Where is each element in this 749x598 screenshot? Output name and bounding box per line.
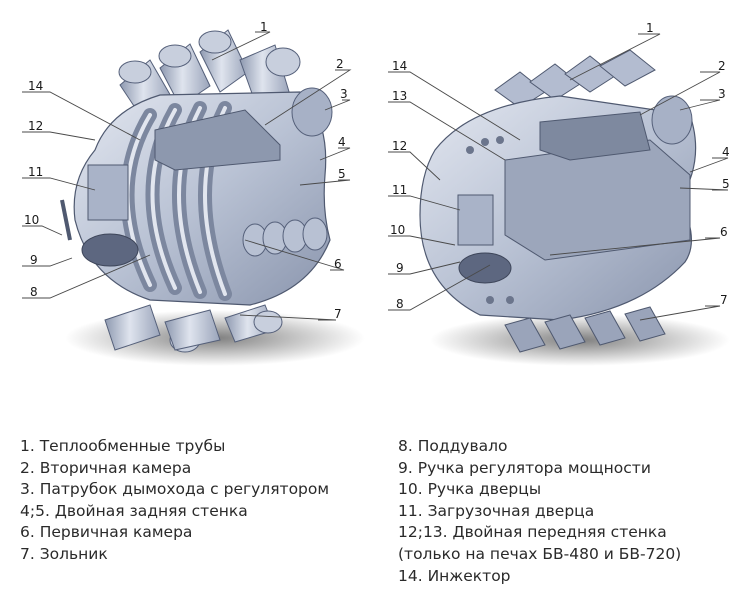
right-callout-numbers: 1 2 3 4 5 14 13 12 11 10 9 8 6 7 — [390, 21, 730, 311]
callout-right-3: 3 — [718, 87, 726, 101]
left-door — [87, 164, 129, 221]
callout-left-3: 3 — [340, 87, 348, 101]
callout-right-4: 4 — [722, 145, 730, 159]
left-lower-tubes — [242, 217, 328, 257]
stove-diagram: 1 2 3 4 5 14 12 11 10 9 8 6 7 1 2 3 4 5 … — [22, 20, 730, 366]
left-top-tubes — [118, 29, 301, 119]
left-secondary-chamber — [154, 109, 281, 171]
right-cutaway — [504, 139, 691, 261]
callout-left-6: 6 — [334, 257, 342, 271]
callout-left-9: 9 — [30, 253, 38, 267]
left-stove — [60, 29, 365, 366]
right-secondary-chamber — [539, 111, 651, 161]
callout-left-12: 12 — [28, 119, 43, 133]
legend-item: 1. Теплообменные трубы — [20, 437, 226, 455]
legend-item: 12;13. Двойная передняя стенка — [398, 523, 667, 542]
legend-item: 10. Ручка дверцы — [398, 480, 542, 499]
legend-item: 4;5. Двойная задняя стенка — [20, 501, 248, 520]
left-chimney — [291, 87, 333, 137]
legend-item: 9. Ручка регулятора мощности — [398, 458, 651, 477]
left-ashpit — [81, 233, 139, 267]
callout-right-10: 10 — [390, 223, 405, 237]
legend-item: 2. Вторичная камера — [20, 458, 192, 477]
callout-right-8: 8 — [396, 297, 404, 311]
right-stove — [419, 49, 730, 366]
callout-left-10: 10 — [24, 213, 39, 227]
right-top-fins — [494, 49, 656, 109]
callout-left-11: 11 — [28, 165, 43, 179]
callout-right-7: 7 — [720, 293, 728, 307]
legend-item: (только на печах БВ-480 и БВ-720) — [398, 544, 682, 563]
callout-right-6: 6 — [720, 225, 728, 239]
callout-right-14: 14 — [392, 59, 407, 73]
legend-right: 8. Поддувало 9. Ручка регулятора мощност… — [398, 436, 681, 587]
callout-left-8: 8 — [30, 285, 38, 299]
callout-right-11: 11 — [392, 183, 407, 197]
legend-item: 6. Первичная камера — [20, 523, 193, 542]
callout-left-5: 5 — [338, 167, 346, 181]
legend-item: 3. Патрубок дымохода с регулятором — [20, 480, 330, 499]
callout-right-1: 1 — [646, 21, 654, 35]
callout-right-5: 5 — [722, 177, 730, 191]
left-callout-numbers: 1 2 3 4 5 14 12 11 10 9 8 6 7 — [24, 20, 348, 321]
callout-left-1: 1 — [260, 20, 268, 34]
legend-item: 7. Зольник — [20, 544, 108, 563]
callout-right-12: 12 — [392, 139, 407, 153]
callout-right-9: 9 — [396, 261, 404, 275]
callout-right-2: 2 — [718, 59, 726, 73]
callout-right-13: 13 — [392, 89, 407, 103]
callout-left-4: 4 — [338, 135, 346, 149]
right-chimney — [651, 95, 693, 145]
callout-left-7: 7 — [334, 307, 342, 321]
callout-left-2: 2 — [336, 57, 344, 71]
callout-left-14: 14 — [28, 79, 43, 93]
right-bottom-fins — [504, 306, 666, 353]
legend-left: 1. Теплообменные трубы 2. Вторичная каме… — [20, 436, 329, 566]
legend-item: 14. Инжектор — [398, 566, 511, 585]
callout-lines — [22, 31, 729, 321]
legend-item: 11. Загрузочная дверца — [398, 501, 595, 520]
right-door — [457, 194, 494, 246]
legend-item: 8. Поддувало — [398, 437, 508, 455]
